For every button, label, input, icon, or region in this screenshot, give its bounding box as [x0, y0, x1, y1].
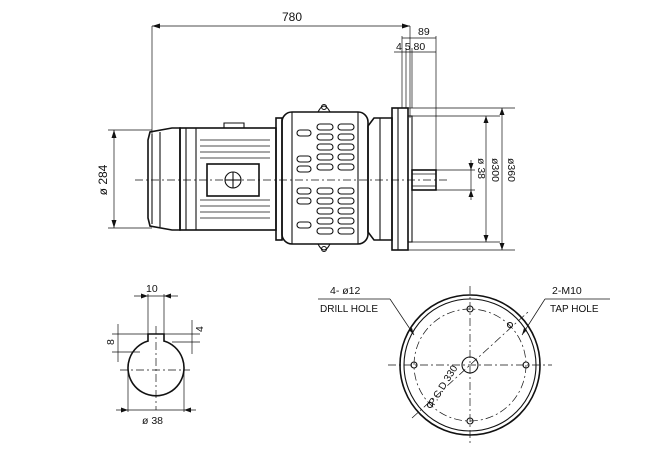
motor-body [147, 117, 283, 241]
key-height-label: 8 [105, 339, 117, 345]
overall-length-dimension: 780 [151, 10, 411, 135]
flange-face-view: P.C.D 330 4- ø12 DRILL HOLE 2-M10 TAP HO… [318, 285, 610, 444]
drill-spec-label: 4- ø12 [330, 285, 361, 297]
tap-spec-label: 2-M10 [552, 285, 582, 297]
height-dia-label: ø 284 [96, 164, 110, 195]
drill-hole-label: DRILL HOLE [320, 304, 378, 315]
shaft-end-view: 10 4 8 ø 38 [105, 283, 206, 427]
pilot-dia-label: ø300 [489, 158, 501, 182]
diameter-dimensions: ø 38 ø300 ø360 [408, 107, 517, 251]
pcd-label: P.C.D 330 [427, 363, 460, 407]
output-flange [367, 107, 437, 251]
key-width-label: 10 [146, 283, 158, 295]
flange-total-label: 89 [418, 26, 430, 38]
reducer-body [281, 103, 369, 253]
key-depth-label: 4 [194, 326, 206, 332]
shaft-dia-label: ø 38 [475, 158, 487, 179]
height-dimension: ø 284 [96, 129, 152, 229]
flange-thickness-dimension: 89 4 5 80 [394, 26, 437, 170]
flange-parts-label: 4 5 80 [396, 41, 425, 53]
tap-hole-label: TAP HOLE [550, 304, 599, 315]
overall-length-label: 780 [282, 10, 302, 24]
shaft-end-dia-label: ø 38 [142, 415, 163, 427]
flange-dia-label: ø360 [505, 158, 517, 182]
